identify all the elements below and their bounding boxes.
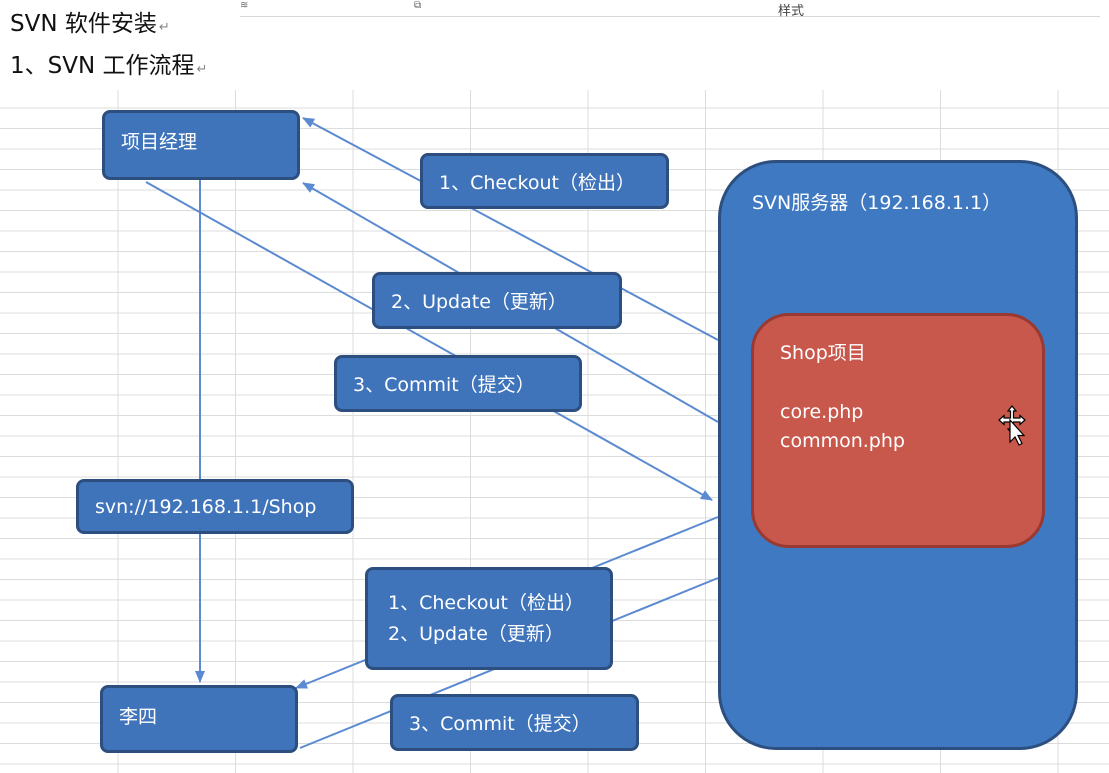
- shop-project-title: Shop项目: [780, 342, 866, 364]
- doc-title: SVN 软件安装↵: [10, 4, 170, 38]
- step-update-box: 2、Update（更新）: [372, 272, 622, 329]
- ribbon-divider: [240, 16, 1100, 17]
- svn-server-title: SVN服务器（192.168.1.1）: [752, 192, 1002, 214]
- project-manager-box: 项目经理: [102, 110, 300, 180]
- step-checkout-label: 1、Checkout（检出）: [439, 171, 635, 194]
- step-checkout-label: 1、Checkout（检出）: [388, 591, 584, 614]
- lisi-box: 李四: [100, 685, 298, 753]
- lisi-label: 李四: [119, 706, 158, 728]
- step-update-label: 2、Update（更新）: [391, 291, 567, 313]
- checkout-arrow-manager: [302, 117, 719, 341]
- commit-arrow-manager: [145, 181, 713, 501]
- doc-title-text: SVN 软件安装: [10, 11, 157, 37]
- section-heading: 1、SVN 工作流程↵: [10, 46, 207, 80]
- paragraph-mark-icon: ↵: [196, 62, 208, 77]
- step-commit-label: 3、Commit（提交）: [353, 374, 535, 396]
- step-commit-box: 3、Commit（提交）: [334, 355, 582, 412]
- svn-url-box: svn://192.168.1.1/Shop: [76, 479, 354, 534]
- step-checkout-box: 1、Checkout（检出）: [420, 153, 669, 209]
- move-cursor-icon: [998, 405, 1026, 446]
- paragraph-mark-icon: ↵: [158, 20, 170, 35]
- dialog-launcher-icon[interactable]: ⧉: [414, 0, 422, 11]
- step-update-label: 2、Update（更新）: [388, 622, 564, 645]
- project-manager-label: 项目经理: [121, 131, 198, 153]
- step-commit-label: 3、Commit（提交）: [409, 713, 591, 735]
- file-item: core.php: [780, 401, 864, 423]
- svn-url-label: svn://192.168.1.1/Shop: [95, 495, 317, 518]
- ribbon-styles-label[interactable]: 样式: [778, 4, 805, 19]
- step-checkout-update-box: 1、Checkout（检出） 2、Update（更新）: [365, 567, 613, 670]
- ribbon-group-mark: ≋: [240, 0, 249, 11]
- section-heading-text: 1、SVN 工作流程: [10, 53, 195, 79]
- step-commit-box: 3、Commit（提交）: [390, 694, 639, 751]
- shop-project-box: Shop项目 core.php common.php: [751, 313, 1045, 548]
- file-item: common.php: [780, 430, 905, 452]
- project-file-list: core.php common.php: [780, 398, 905, 456]
